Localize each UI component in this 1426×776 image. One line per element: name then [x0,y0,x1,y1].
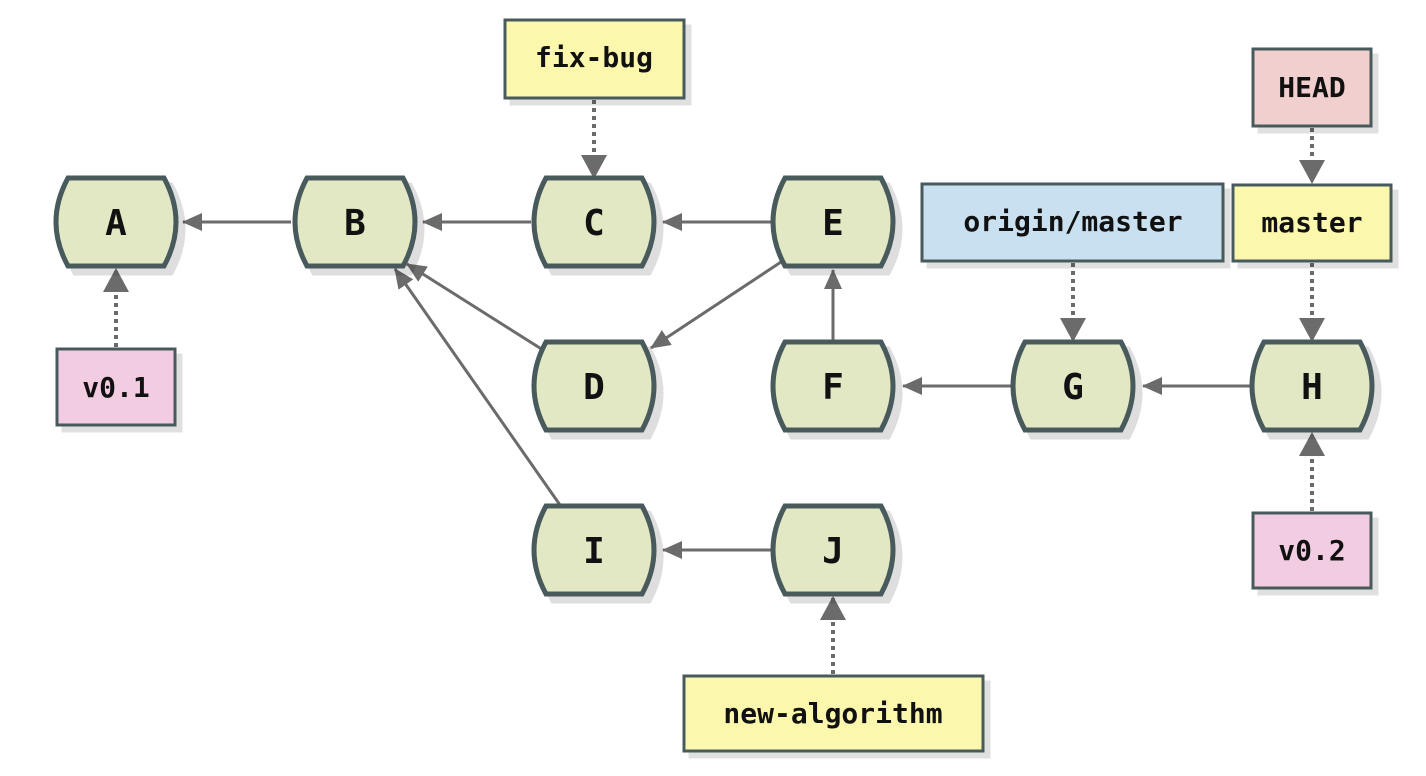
commit-label-h: H [1301,367,1323,408]
commit-i[interactable]: I [531,503,657,597]
commit-label-i: I [583,531,605,572]
branch-master[interactable]: master [1231,183,1393,263]
commit-c[interactable]: C [531,175,657,269]
tag-v0-1-label: v0.1 [82,371,149,404]
commit-label-d: D [583,367,605,408]
commit-j[interactable]: J [770,503,896,597]
commit-b[interactable]: B [292,175,418,269]
commit-a[interactable]: A [53,175,179,269]
commit-label-c: C [583,203,605,244]
commit-label-a: A [105,203,127,244]
head-pointer-label: HEAD [1278,71,1345,104]
commit-label-g: G [1062,367,1084,408]
commit-label-j: J [822,531,844,572]
branch-fix-bug-label: fix-bug [535,41,653,74]
commit-d[interactable]: D [531,339,657,433]
parent-edges [182,213,1251,559]
remote-branch-origin-master-label: origin/master [963,205,1182,238]
edge-d-to-b [406,262,544,352]
branch-fix-bug[interactable]: fix-bug [503,18,686,100]
tag-v0-2-label: v0.2 [1278,534,1345,567]
commit-g[interactable]: G [1010,339,1136,433]
branch-new-algorithm-label: new-algorithm [723,697,942,730]
commit-label-f: F [822,367,844,408]
edge-e-to-d [650,260,782,350]
edge-i-to-b [393,268,562,506]
tag-v0-2[interactable]: v0.2 [1251,511,1373,590]
tag-v0-1[interactable]: v0.1 [55,347,177,427]
commit-f[interactable]: F [770,339,896,433]
commit-e[interactable]: E [770,175,896,269]
remote-branch-origin-master[interactable]: origin/master [920,182,1225,263]
branch-master-label: master [1261,206,1362,239]
branch-new-algorithm[interactable]: new-algorithm [682,674,985,753]
commit-label-b: B [344,203,366,244]
head-pointer[interactable]: HEAD [1251,47,1373,128]
commit-label-e: E [822,203,844,244]
ref-labels: fix-bug v0.1 origin/master HEAD master v… [55,18,1393,753]
commit-nodes: A B C E D F G H [53,175,1375,597]
ref-pointer-edges [103,100,1325,674]
commit-h[interactable]: H [1249,339,1375,433]
